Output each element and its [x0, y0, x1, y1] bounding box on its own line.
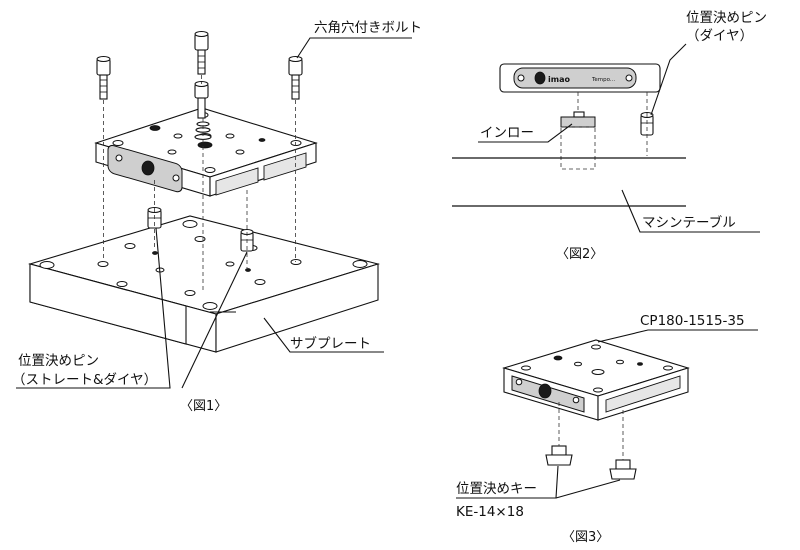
- label-pin-fig1-line2: （ストレート&ダイヤ）: [12, 372, 157, 388]
- brand-side-text: Tempo...: [591, 77, 615, 83]
- sub-plate: [27, 215, 381, 353]
- hex-bolt-left: [96, 56, 111, 100]
- positioning-key-left: [545, 402, 573, 466]
- positioning-key-right: [609, 410, 637, 480]
- label-pin-fig2-line1: 位置決めピン: [686, 10, 767, 26]
- label-model: CP180-1515-35: [640, 313, 745, 329]
- figure-1: 六角穴付きボルト サブプレート 位置決めピン （ストレート&ダイヤ） 〈図1〉: [12, 20, 422, 414]
- figure-2: imao Tempo... 位置決めピン （ダイヤ） インロー マシンテーブル …: [452, 10, 767, 262]
- label-key-line2: KE-14×18: [456, 504, 524, 520]
- label-pin-fig1-line1: 位置決めピン: [18, 353, 99, 369]
- caption-fig2: 〈図2〉: [556, 247, 603, 262]
- hex-bolt-center-top: [194, 31, 209, 75]
- clamp-plate: [94, 107, 318, 197]
- label-key-line1: 位置決めキー: [456, 481, 537, 497]
- label-machine-table: マシンテーブル: [642, 214, 736, 231]
- caption-fig1: 〈図1〉: [180, 399, 227, 414]
- label-sub-plate: サブプレート: [290, 335, 371, 352]
- label-inro: インロー: [480, 125, 534, 141]
- label-pin-fig2-line2: （ダイヤ）: [686, 28, 753, 44]
- figure-3: CP180-1515-35 位置決めキー KE-14×18 〈図3〉: [456, 313, 758, 545]
- caption-fig3: 〈図3〉: [562, 530, 609, 545]
- label-hex-bolt: 六角穴付きボルト: [314, 20, 422, 36]
- brand-logo: imao: [548, 75, 570, 84]
- hex-bolt-right: [288, 56, 303, 100]
